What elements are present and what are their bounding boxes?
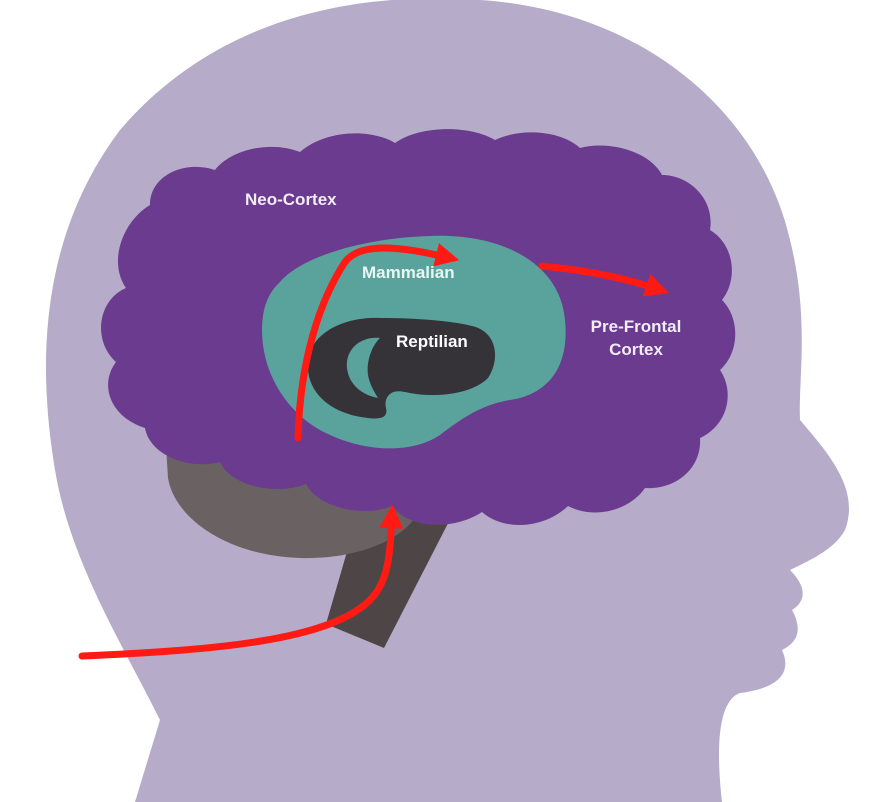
neo-cortex-label: Neo-Cortex xyxy=(245,190,337,209)
reptilian-hook-gap xyxy=(346,337,380,398)
prefrontal-label-line1: Pre-Frontal xyxy=(591,317,682,336)
mammalian-label: Mammalian xyxy=(362,263,455,282)
arrow-reptilian-to-mammalian xyxy=(294,243,460,442)
reptilian-region xyxy=(307,317,496,419)
prefrontal-label-line2: Cortex xyxy=(609,340,663,359)
arrow-mammalian-to-prefrontal xyxy=(538,262,669,297)
reptilian-label: Reptilian xyxy=(396,332,468,351)
arrow-from-body-to-brainstem xyxy=(78,504,404,660)
